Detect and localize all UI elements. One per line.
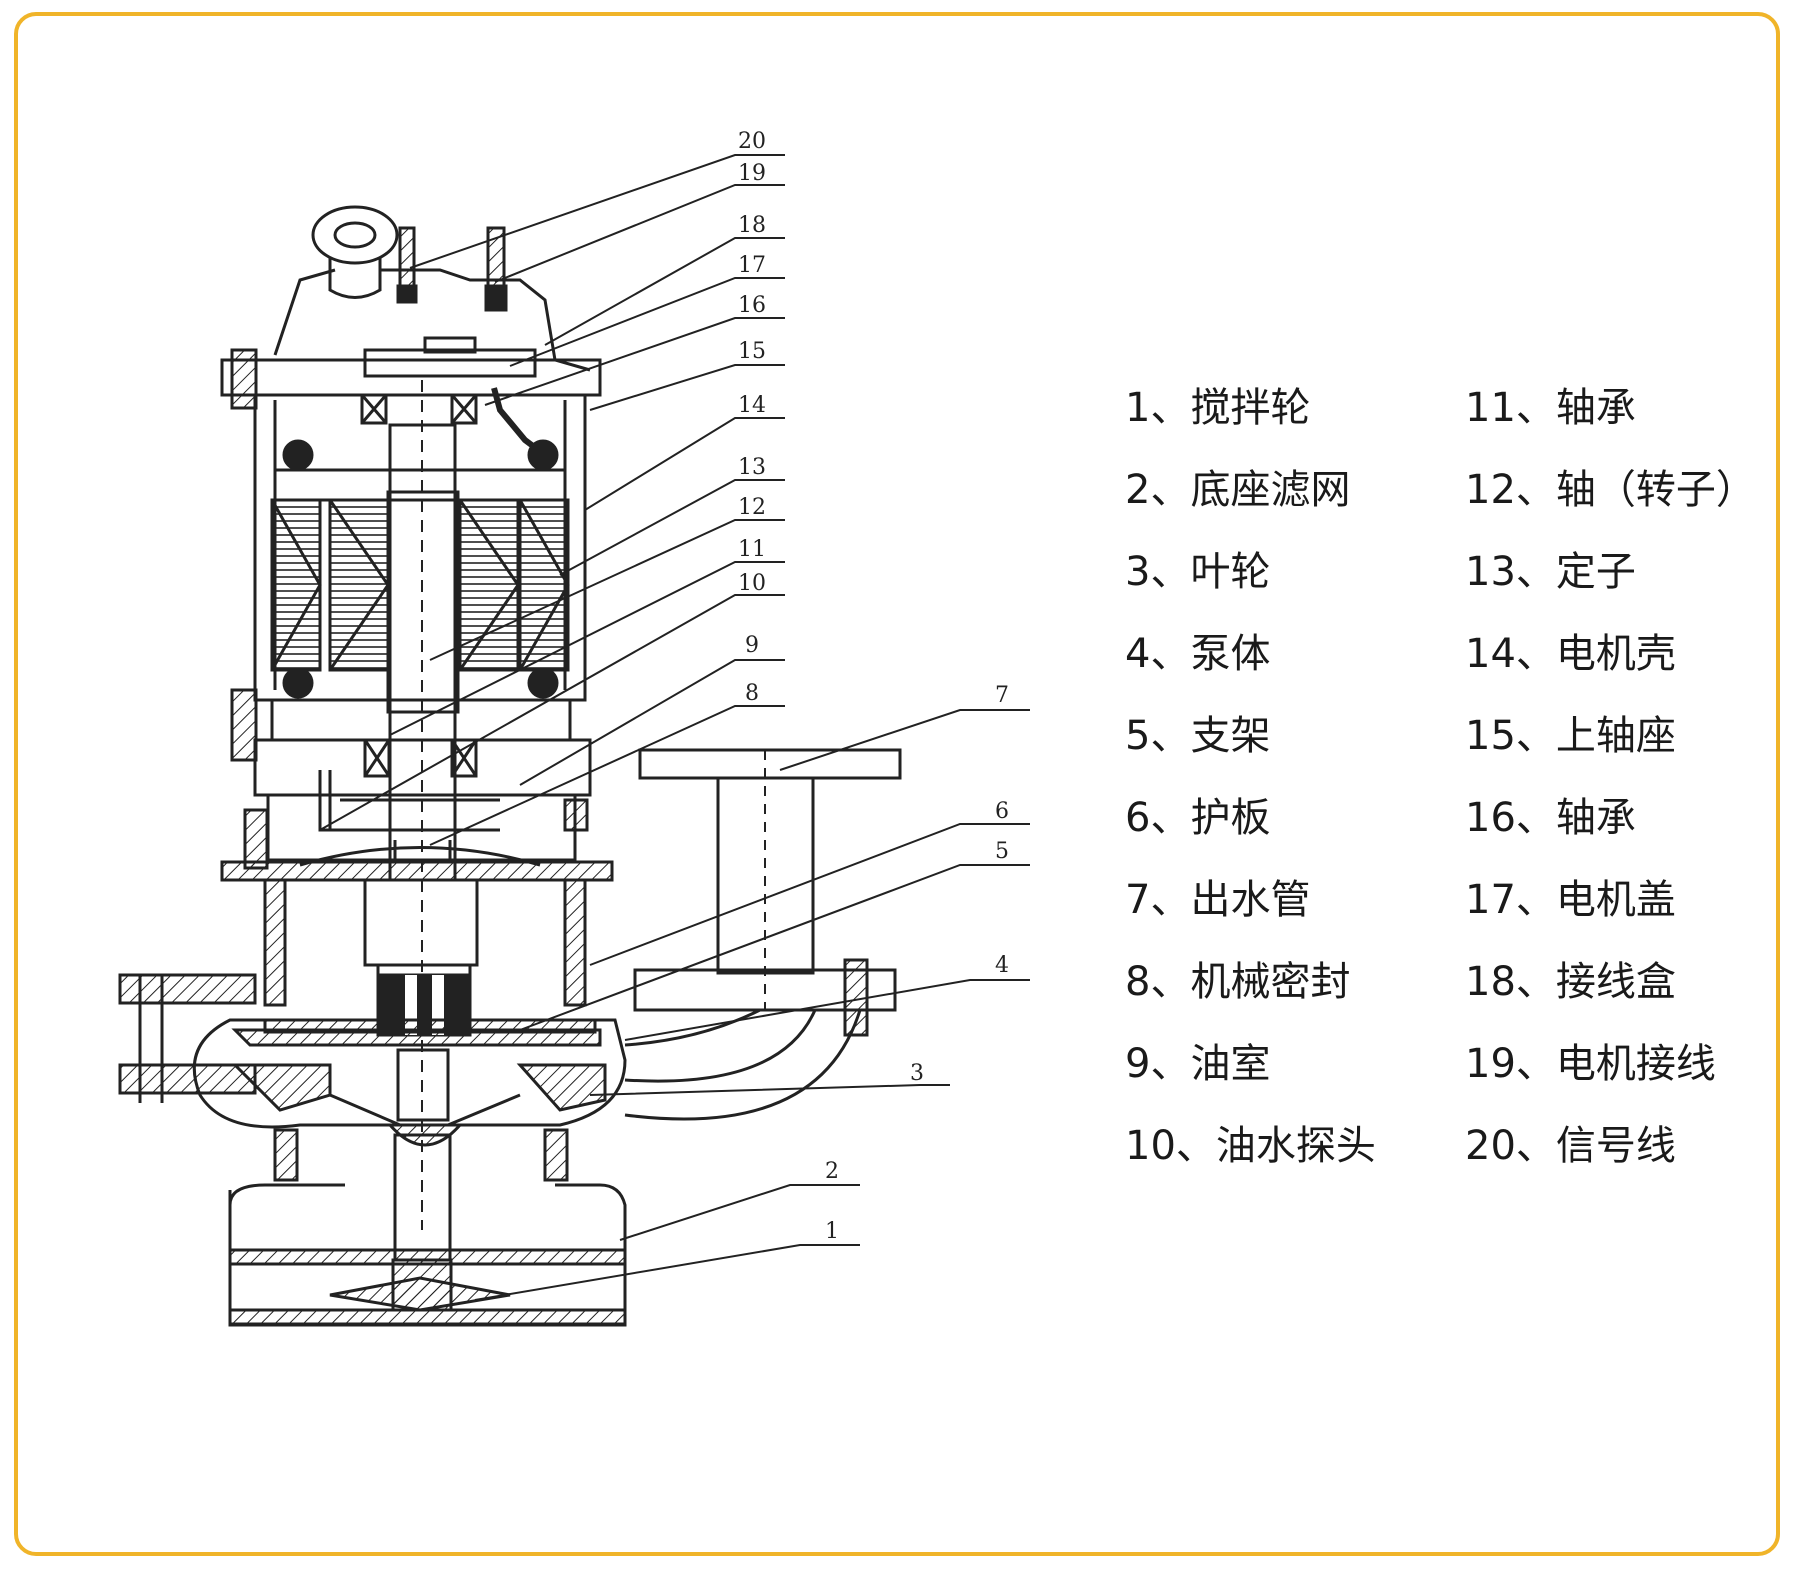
callout-16: 16 [738, 293, 766, 318]
legend-column-2: 11、轴承 12、轴（转子） 13、定子 14、电机壳 15、上轴座 16、轴承… [1465, 388, 1756, 1208]
legend-column-1: 1、搅拌轮 2、底座滤网 3、叶轮 4、泵体 5、支架 6、护板 7、出水管 8… [1125, 388, 1376, 1208]
cable-glands [396, 226, 508, 312]
stator [270, 498, 570, 672]
callout-15: 15 [738, 339, 766, 364]
legend-item-1: 1、搅拌轮 [1125, 385, 1311, 431]
pump-drawing [118, 205, 902, 1327]
legend-item-10: 10、油水探头 [1125, 1123, 1376, 1169]
legend-item-17: 17、电机盖 [1465, 877, 1676, 923]
callout-13: 13 [738, 455, 766, 480]
upper-bearing [360, 393, 478, 425]
legend-item-19: 19、电机接线 [1465, 1041, 1716, 1087]
legend-item-13: 13、定子 [1465, 549, 1636, 595]
legend-item-6: 6、护板 [1125, 795, 1271, 841]
callout-11: 11 [738, 537, 766, 562]
callout-9: 9 [745, 633, 759, 658]
callout-14: 14 [738, 393, 766, 418]
legend-item-18: 18、接线盒 [1465, 959, 1676, 1005]
oil-chamber [266, 770, 577, 862]
callout-17: 17 [738, 253, 766, 278]
callout-numbers: 20 19 18 17 16 15 14 13 12 11 10 9 8 7 6… [738, 129, 1009, 1244]
legend-item-15: 15、上轴座 [1465, 713, 1676, 759]
lifting-eye [311, 205, 399, 299]
legend-item-8: 8、机械密封 [1125, 959, 1351, 1005]
callout-5: 5 [995, 839, 1009, 864]
callout-7: 7 [995, 683, 1009, 708]
legend-item-16: 16、轴承 [1465, 795, 1636, 841]
impeller [329, 1048, 521, 1147]
lower-bearing [363, 738, 478, 778]
pump-body [192, 1018, 627, 1129]
callout-19: 19 [738, 161, 766, 186]
legend-item-4: 4、泵体 [1125, 631, 1271, 677]
legend-item-7: 7、出水管 [1125, 877, 1311, 923]
junction-box [363, 348, 537, 378]
callout-8: 8 [745, 681, 759, 706]
legend-item-5: 5、支架 [1125, 713, 1271, 759]
outlet-pipe [624, 748, 902, 1121]
callout-6: 6 [995, 799, 1009, 824]
callout-2: 2 [825, 1159, 839, 1184]
legend-item-2: 2、底座滤网 [1125, 467, 1351, 513]
legend-item-12: 12、轴（转子） [1465, 467, 1756, 513]
callout-4: 4 [995, 953, 1009, 978]
base-strainer [228, 1183, 627, 1327]
motor-cover [273, 268, 591, 372]
legend-item-14: 14、电机壳 [1465, 631, 1676, 677]
callout-leaders [319, 154, 1030, 1301]
callout-1: 1 [825, 1219, 839, 1244]
callout-3: 3 [910, 1061, 924, 1086]
legend-item-11: 11、轴承 [1465, 385, 1636, 431]
callout-18: 18 [738, 213, 766, 238]
legend-item-9: 9、油室 [1125, 1041, 1271, 1087]
legend-item-20: 20、信号线 [1465, 1123, 1676, 1169]
legend-item-3: 3、叶轮 [1125, 549, 1271, 595]
mechanical-seal [299, 840, 541, 867]
callout-20: 20 [738, 129, 766, 154]
callout-12: 12 [738, 495, 766, 520]
callout-10: 10 [738, 571, 766, 596]
diagram-frame [14, 12, 1780, 1556]
